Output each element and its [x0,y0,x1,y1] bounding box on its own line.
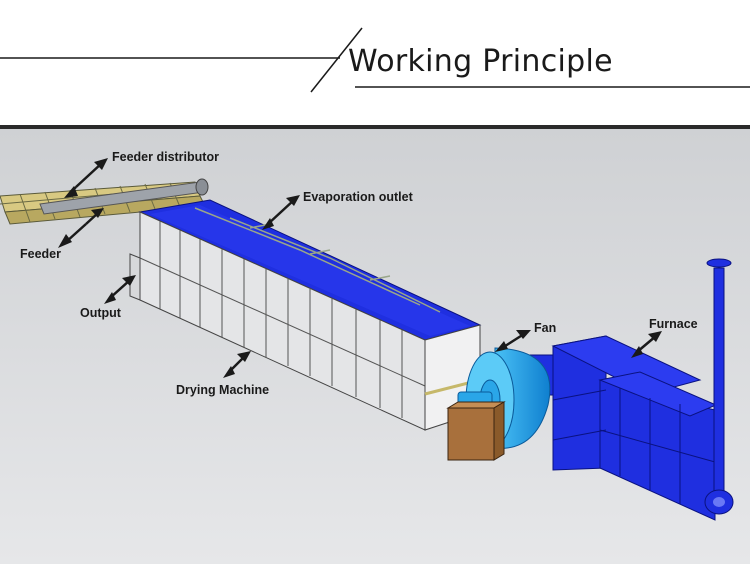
drying-machine [129,199,482,431]
label-furnace: Furnace [649,317,698,331]
label-output: Output [80,306,122,320]
header: Working Principle [0,0,750,125]
working-principle-diagram: Feeder distributor Evaporation outlet Fe… [0,129,750,564]
label-fan: Fan [534,321,556,335]
label-evaporation-outlet: Evaporation outlet [303,190,414,204]
label-feeder: Feeder [20,247,61,261]
header-decoration [0,27,750,93]
furnace [551,258,734,521]
header-divider [0,125,750,129]
fan [446,347,561,461]
page-title: Working Principle [348,44,613,79]
label-feeder-distributor: Feeder distributor [112,150,219,164]
annotation-arrows [58,158,662,378]
feeder-conveyor [0,178,209,225]
label-drying-machine: Drying Machine [176,383,269,397]
